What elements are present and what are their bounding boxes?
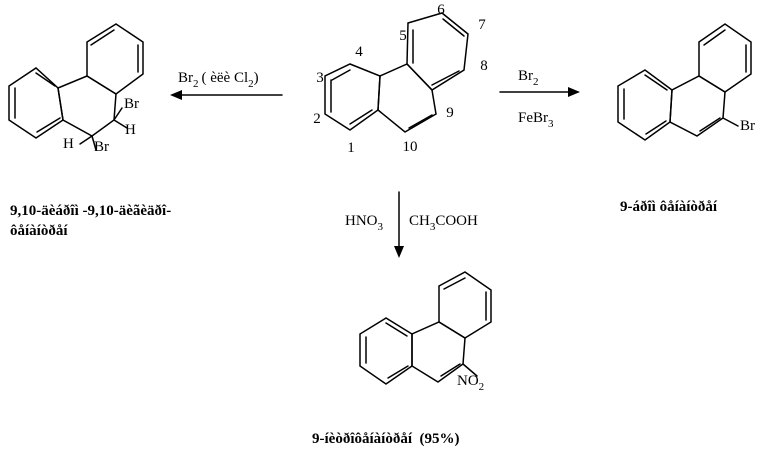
arrow-down <box>394 191 404 258</box>
phenanthrene-number-9: 9 <box>446 105 454 121</box>
right-reagent-2: FeBr3 <box>518 110 554 130</box>
hno3-sub: 3 <box>378 221 384 233</box>
phenanthrene-number-6: 6 <box>437 2 445 18</box>
right-reagent-br-sub: 2 <box>533 76 539 88</box>
acetic-sub: 3 <box>430 221 436 233</box>
right-product-caption: 9-áðîì ôåíàíòðåí <box>620 199 718 215</box>
left-reagent-br-sub: 2 <box>193 78 199 90</box>
right-reagent-br: Br <box>518 68 533 84</box>
bottom-reagent-acetic: CH3COOH <box>409 213 478 233</box>
acetic-ch: CH <box>409 213 430 229</box>
phenanthrene-number-5: 5 <box>399 28 407 44</box>
phenanthrene-number-2: 2 <box>313 111 321 127</box>
left-product-caption-2: ôåíàíòðåí <box>10 223 68 239</box>
bromophenanthrene-structure <box>617 23 752 141</box>
hno3-main: HNO <box>345 213 378 229</box>
atom-br-top: Br <box>124 96 139 112</box>
atom-h-right: H <box>125 122 136 138</box>
phenanthrene-number-8: 8 <box>480 58 488 74</box>
phenanthrene-structure <box>324 12 469 133</box>
nitrophenanthrene-structure <box>359 271 492 385</box>
left-product-caption-1: 9,10-äèáðîì -9,10-äèãèäðî- <box>10 203 172 219</box>
atom-br-bottom: Br <box>94 139 109 155</box>
nitro-group: NO2 <box>457 373 484 393</box>
phenanthrene-number-1: 1 <box>347 140 355 156</box>
phenanthrene-number-3: 3 <box>316 70 324 86</box>
left-reagent-paren-close: ) <box>254 70 259 86</box>
acetic-cooh: COOH <box>435 213 478 229</box>
right-reagent-1: Br2 <box>518 68 539 88</box>
left-reagent-paren: ( èëè Cl <box>202 70 249 86</box>
phenanthrene-number-10: 10 <box>403 139 418 155</box>
phenanthrene-number-4: 4 <box>355 44 363 60</box>
nitro-sub: 2 <box>479 381 485 393</box>
right-reagent-febr-sub: 3 <box>548 118 554 130</box>
atom-br: Br <box>740 118 755 134</box>
bottom-product-caption: 9-íèòðîôåíàíòðåí (95%) <box>312 431 460 447</box>
left-reagent-br: Br <box>178 70 193 86</box>
atom-h-left: H <box>63 136 74 152</box>
left-reagent-paren-sub: 2 <box>248 78 254 90</box>
phenanthrene-number-7: 7 <box>478 17 486 33</box>
nitro-main: NO <box>457 373 479 389</box>
arrow-left <box>170 90 283 100</box>
left-reagent: Br2( èëè Cl2) <box>178 70 259 90</box>
dibromo-dihydrophenanthrene-structure <box>8 23 144 151</box>
right-reagent-febr: FeBr <box>518 110 548 126</box>
bottom-reagent-hno3: HNO3 <box>345 213 384 233</box>
arrow-right <box>499 87 580 97</box>
